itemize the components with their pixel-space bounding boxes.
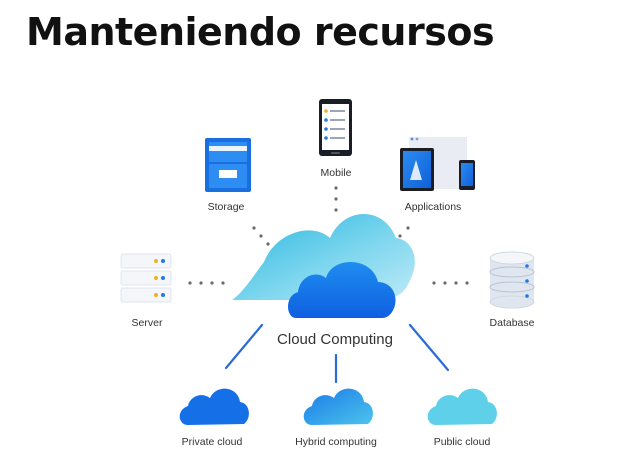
node-label-private-cloud: Private cloud [181,436,243,448]
node-label-applications: Applications [404,201,462,213]
node-label-hybrid-computing: Hybrid computing [295,436,377,448]
solid-connectors [224,323,450,384]
mobile-phone-icon [319,99,352,156]
node-label-database: Database [489,317,535,329]
node-label-mobile: Mobile [320,167,352,179]
cloud-computing-hub [232,214,415,318]
page-title: Manteniendo recursos [26,10,495,54]
private-cloud-icon [179,388,249,425]
hybrid-computing-icon [303,388,373,425]
center-label: Cloud Computing [277,331,393,348]
node-label-server: Server [131,317,163,329]
node-label-storage: Storage [207,201,245,213]
database-icon [489,251,535,309]
server-rack-icon [120,253,172,303]
storage-cabinet-icon [205,138,251,192]
public-cloud-icon [427,388,497,425]
node-label-public-cloud: Public cloud [433,436,491,448]
devices-icon [400,137,475,191]
